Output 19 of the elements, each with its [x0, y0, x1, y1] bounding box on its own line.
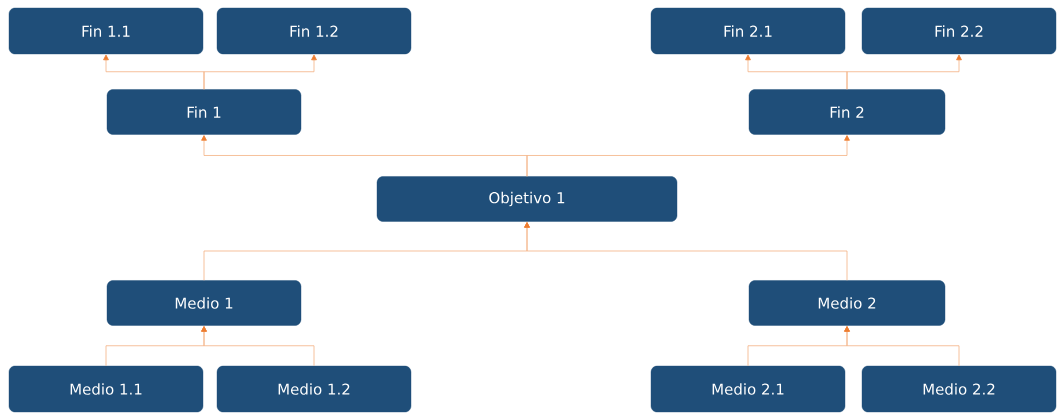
connector-arrow	[203, 54, 317, 90]
goal-box: Medio 2.1	[650, 365, 846, 413]
goal-box: Medio 2.2	[861, 365, 1057, 413]
goal-box: Medio 1.2	[216, 365, 412, 413]
goal-box: Fin 1.1	[8, 7, 204, 55]
goal-box: Objetivo 1	[376, 176, 678, 222]
goal-box: Fin 1	[106, 89, 302, 135]
connector-arrow	[201, 326, 315, 367]
goal-box: Fin 2.2	[861, 7, 1057, 55]
connector-arrow	[524, 222, 848, 281]
goal-box: Fin 2.1	[650, 7, 846, 55]
goal-box: Medio 2	[748, 280, 946, 326]
connector-arrow	[846, 54, 962, 90]
goal-box: Fin 1.2	[216, 7, 412, 55]
connector-arrow	[844, 326, 960, 367]
goal-box: Medio 1	[106, 280, 302, 326]
goal-box: Medio 1.1	[8, 365, 204, 413]
goal-box: Fin 2	[748, 89, 946, 135]
connector-arrow	[526, 135, 850, 177]
